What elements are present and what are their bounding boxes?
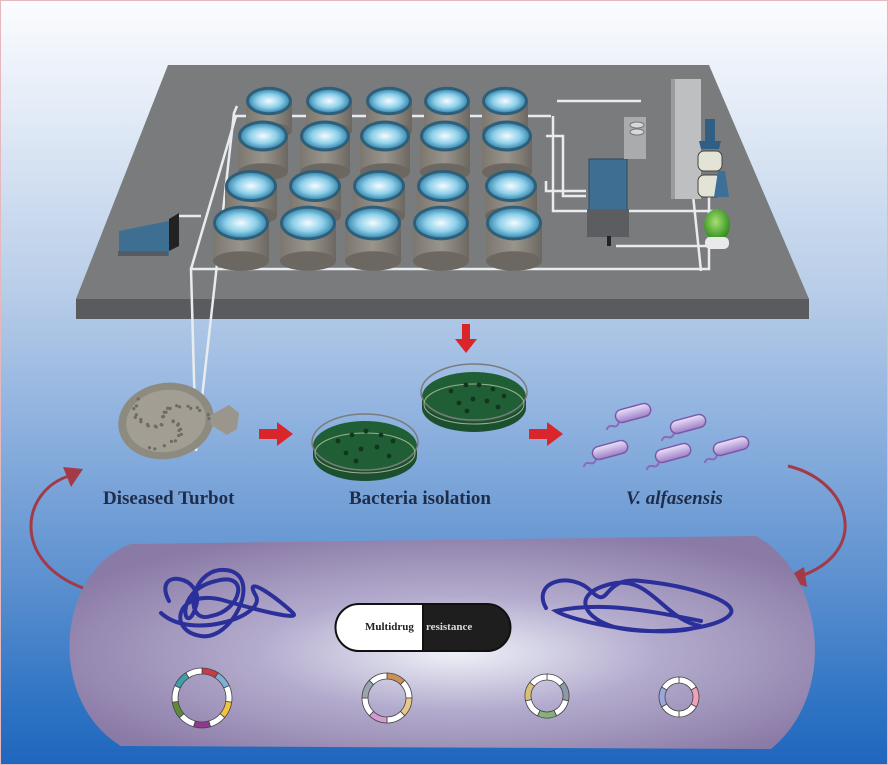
vibrio-bacterium-icon <box>660 413 707 442</box>
colony-dot <box>386 453 392 459</box>
fish-tank <box>345 205 401 271</box>
fish-tank <box>213 205 269 271</box>
equipment-boxes <box>624 79 701 199</box>
colony-dot <box>390 438 396 444</box>
arrowhead-icon <box>63 467 83 487</box>
bacterial-colonies <box>335 382 507 464</box>
platform-edge <box>76 299 809 319</box>
fish-spot <box>166 406 170 410</box>
colony-dot <box>501 393 507 399</box>
colony-dot <box>358 446 364 452</box>
fish-spot <box>173 439 177 443</box>
fish-spot <box>134 404 139 408</box>
plasmid-segment <box>185 667 203 679</box>
colony-dot <box>464 408 470 414</box>
vibrio-bacteria-group <box>582 402 750 471</box>
plasmid-ring-icon <box>658 676 700 718</box>
colony-dot <box>335 438 341 444</box>
chromosome-dna-left <box>159 567 297 639</box>
arrow-down-icon <box>455 324 477 353</box>
pill-label-resistance: resistance <box>426 621 473 633</box>
fish-spot <box>171 420 175 424</box>
fish-spot <box>177 428 181 433</box>
fish-spot <box>189 406 193 410</box>
plasmid-segment <box>193 720 211 729</box>
arrow-right-icon-2 <box>529 422 563 446</box>
fish-tank <box>413 205 469 271</box>
multidrug-resistance-pill <box>334 603 512 652</box>
colony-dot <box>353 458 359 464</box>
colony-dot <box>476 382 482 388</box>
plasmid-segment <box>661 676 680 691</box>
fish-spot <box>177 405 182 409</box>
fish-spot <box>153 424 157 428</box>
colony-dot <box>448 388 454 394</box>
label-diseased-turbot: Diseased Turbot <box>103 488 235 509</box>
vibrio-bacterium-icon <box>645 442 692 471</box>
fish-tank <box>280 205 336 271</box>
fish-spot <box>136 397 140 401</box>
colony-dot <box>484 398 490 404</box>
arrow-right-icon-1 <box>259 422 293 446</box>
fish-spot <box>195 406 199 410</box>
cycle-arrow-right <box>784 464 847 587</box>
fish-tank <box>486 205 542 271</box>
plasmids-group <box>171 667 700 729</box>
fish-spot <box>161 414 166 419</box>
vibrio-bacterium-icon <box>582 439 629 468</box>
plasmid-ring-icon <box>171 667 233 729</box>
plasmid-ring-icon <box>524 673 570 719</box>
pill-label-multidrug: Multidrug <box>365 621 414 633</box>
fish-spot <box>169 439 174 444</box>
filter-tank <box>587 158 629 246</box>
fish-spot <box>145 422 150 426</box>
colony-dot <box>374 444 380 450</box>
fish-spot <box>153 447 157 451</box>
chromosome-dna-right <box>540 578 734 634</box>
label-bacteria-isolation: Bacteria isolation <box>349 488 491 509</box>
fish-spot <box>159 422 163 427</box>
fish-spot <box>164 410 168 414</box>
cycle-arrow-left <box>29 467 84 590</box>
reactor-column <box>697 119 730 249</box>
process-arrows <box>259 324 563 446</box>
aquaculture-facility <box>76 65 809 452</box>
colony-dot <box>490 386 496 392</box>
fish-spot <box>175 404 179 408</box>
colony-dot <box>456 400 462 406</box>
fish-spot <box>186 404 190 408</box>
fish-spot <box>198 408 202 413</box>
colony-dot <box>349 432 355 438</box>
fish-spot <box>179 432 183 436</box>
turbot-fish-icon <box>118 382 239 460</box>
fish-spot <box>133 415 137 419</box>
colony-dot <box>463 382 469 388</box>
fish-spot <box>132 407 136 411</box>
fish-spot <box>177 433 181 438</box>
petri-dish-lower <box>311 413 419 481</box>
fish-spot <box>134 413 138 417</box>
plasmid-segment <box>368 672 388 686</box>
colony-dot <box>495 404 501 410</box>
colony-dot <box>343 450 349 456</box>
fish-spot <box>176 423 180 427</box>
fish-spot <box>162 444 166 448</box>
fish-spot <box>147 446 152 450</box>
colony-dot <box>470 396 476 402</box>
fish-spot <box>139 417 143 422</box>
fish-spot <box>168 406 172 411</box>
fish-tanks-grid <box>213 86 542 271</box>
fish-spot <box>207 416 211 421</box>
plasmid-segment <box>529 673 548 687</box>
plasmid-ring-icon <box>361 672 413 724</box>
vibrio-bacterium-icon <box>703 435 750 464</box>
colony-dot <box>363 428 369 434</box>
label-species-name: V. alfasensis <box>626 488 723 509</box>
vibrio-bacterium-icon <box>605 402 652 431</box>
fish-spot <box>206 413 210 417</box>
colony-dot <box>378 432 384 438</box>
